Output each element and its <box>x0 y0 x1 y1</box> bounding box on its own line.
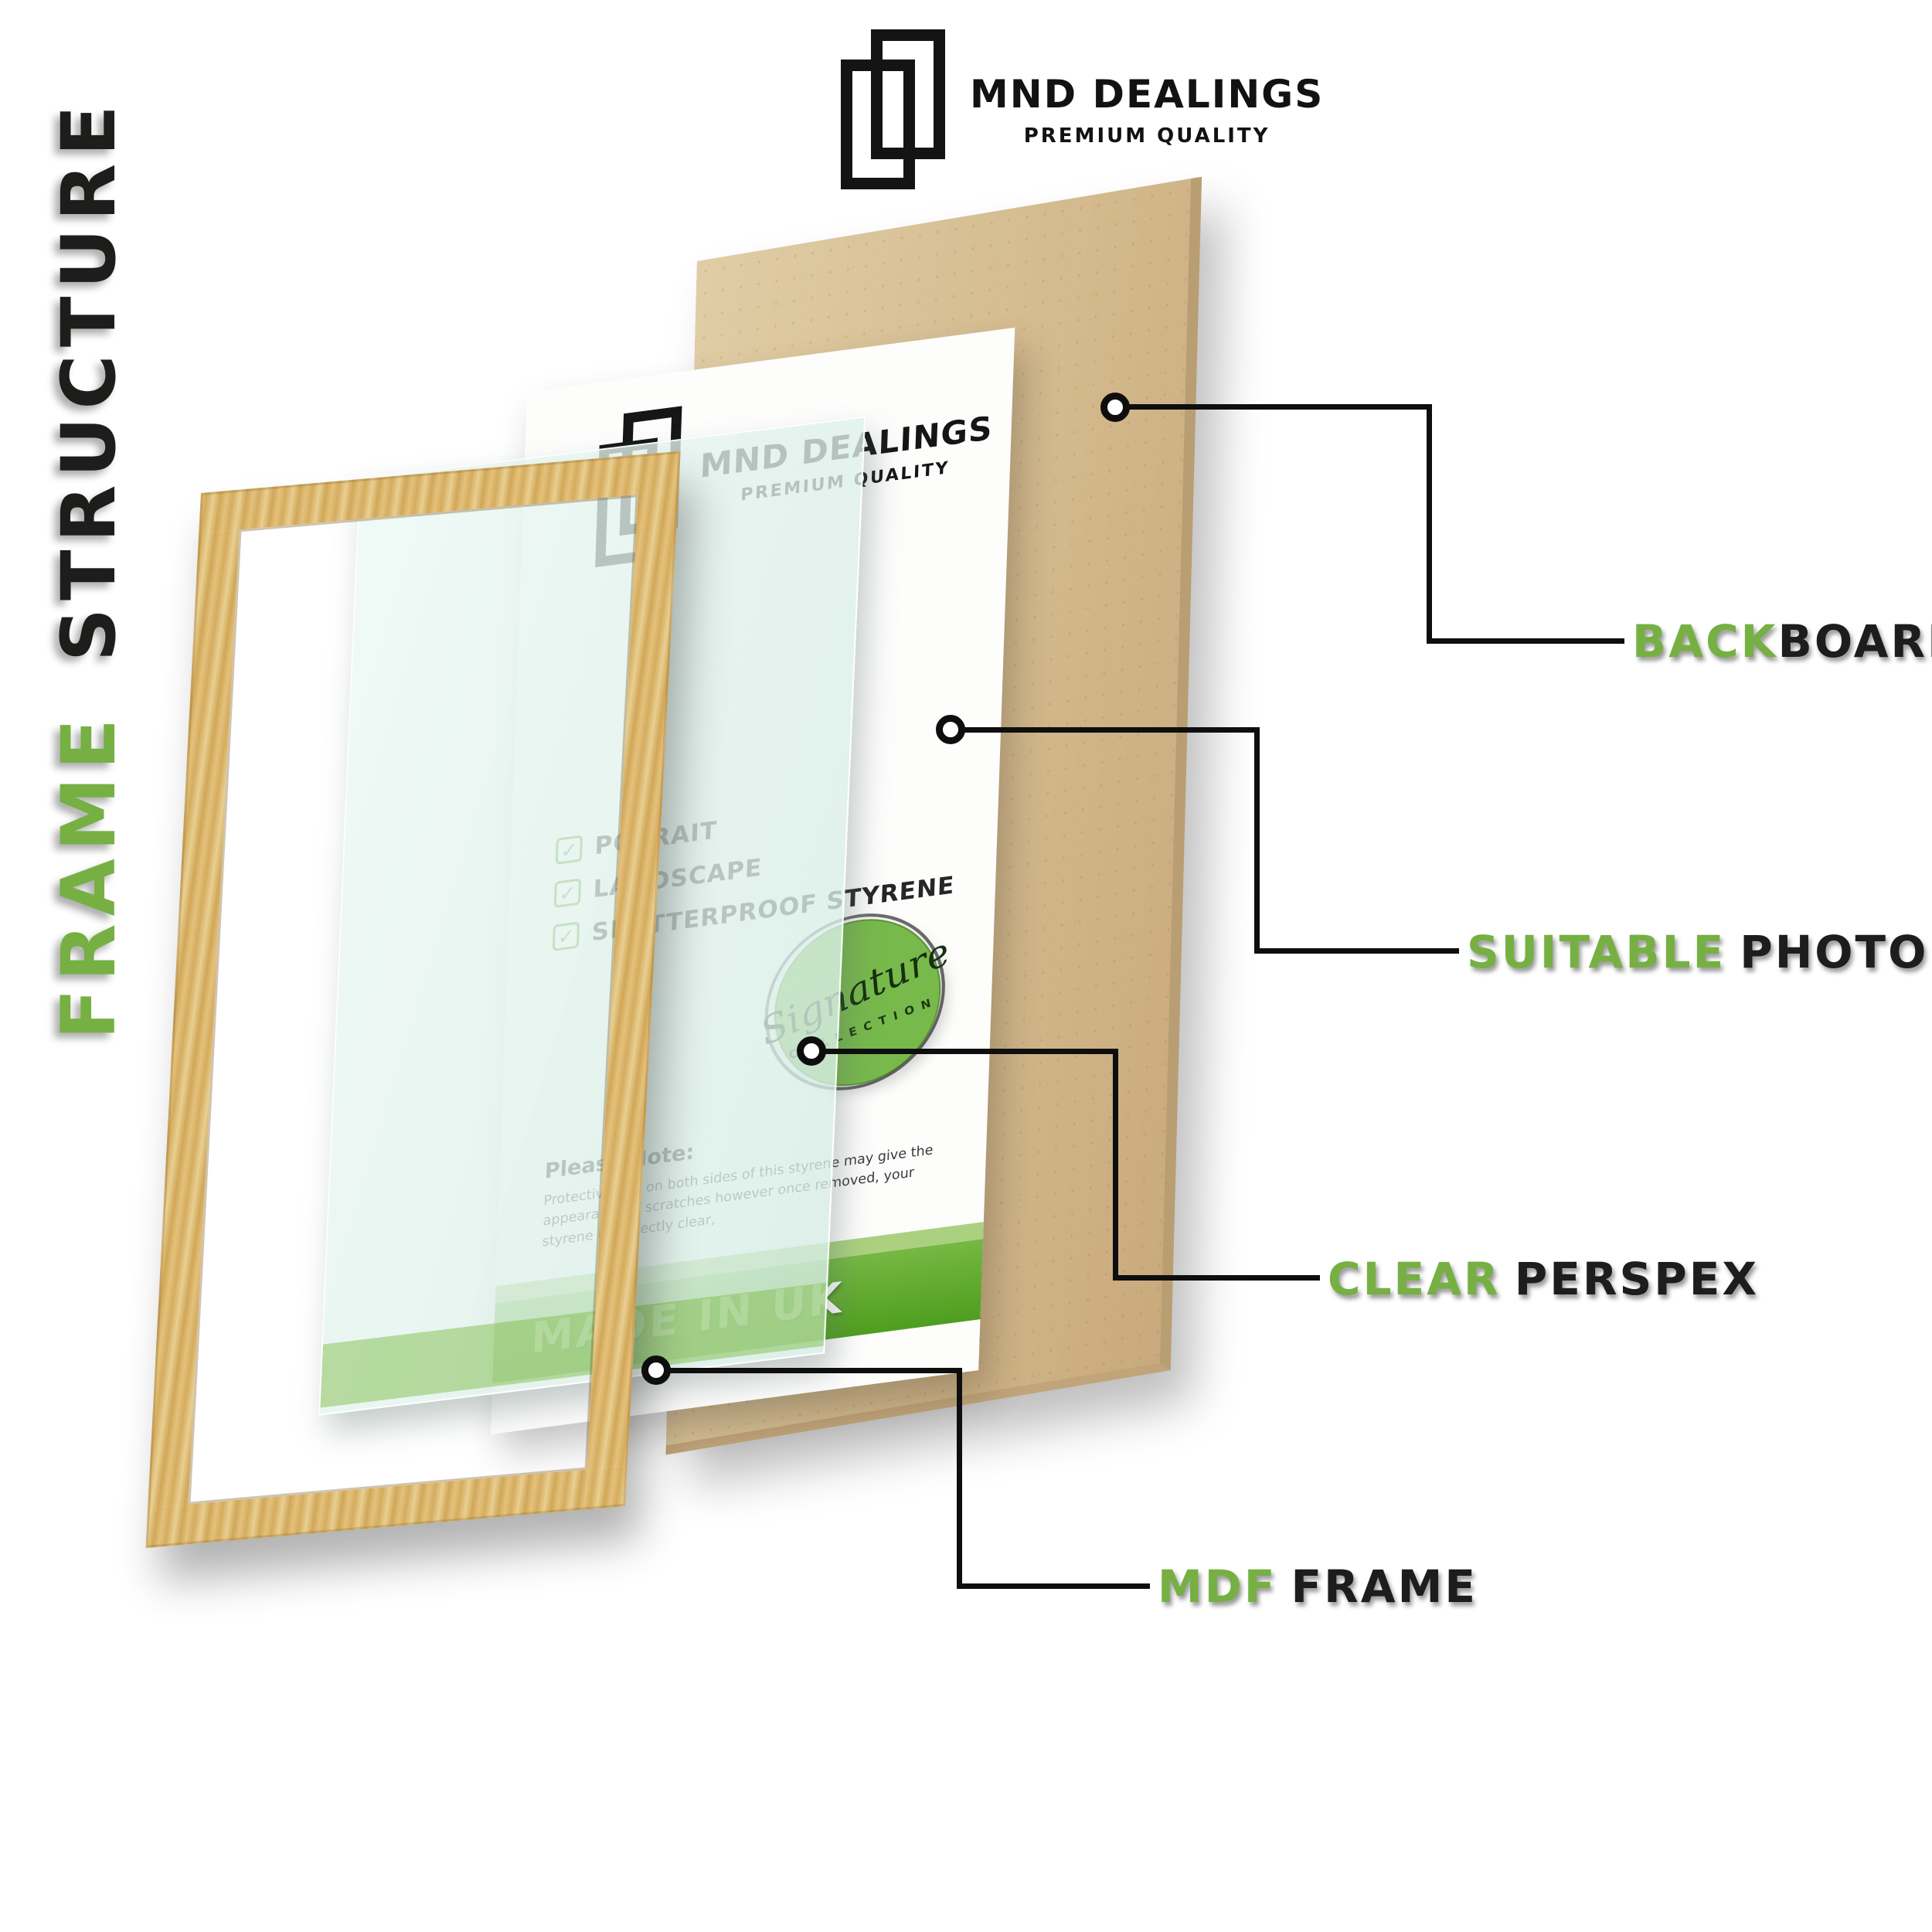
backboard-label-black: BOARD <box>1777 615 1932 668</box>
mdf-frame-label-green: MDF <box>1158 1560 1277 1613</box>
wood-frame-layer <box>145 451 681 1549</box>
photo-connector-line <box>1254 948 1459 954</box>
brand-name: MND DEALINGS <box>970 71 1325 117</box>
perspex-connector-line <box>1113 1275 1320 1281</box>
photo-connector-line <box>1254 727 1260 954</box>
brand-logo-block: MND DEALINGS PREMIUM QUALITY <box>841 29 1324 189</box>
suitable-photo-label-green: SUITABLE <box>1467 926 1726 978</box>
backboard-connector-line <box>1115 404 1432 410</box>
backboard-marker-circle <box>1100 393 1130 422</box>
frame-icon-rect-front <box>841 60 915 189</box>
page-title-frame-word: FRAME <box>46 711 132 1039</box>
backboard-connector-line <box>1427 638 1624 644</box>
frame-connector-line <box>656 1368 962 1373</box>
perspex-connector-line <box>811 1049 1118 1054</box>
page-title-structure-word: STRUCTURE <box>46 97 132 662</box>
perspex-marker-circle <box>797 1036 826 1066</box>
photo-marker-circle <box>936 715 965 744</box>
backboard-connector-line <box>1427 404 1432 644</box>
clear-perspex-label-black: PERSPEX <box>1514 1253 1760 1305</box>
photo-connector-line <box>951 727 1260 733</box>
mdf-frame-label-black: FRAME <box>1291 1560 1478 1613</box>
suitable-photo-label-black: PHOTO <box>1740 926 1929 978</box>
frame-marker-circle <box>641 1355 671 1385</box>
frame-connector-line <box>957 1583 1150 1589</box>
brand-frame-icon <box>841 29 945 189</box>
backboard-label: BACKBOARD <box>1632 615 1932 668</box>
clear-perspex-label-green: CLEAR <box>1328 1253 1501 1305</box>
perspex-connector-line <box>1113 1049 1118 1281</box>
suitable-photo-label: SUITABLE PHOTO <box>1467 926 1928 978</box>
page-title-vertical: FRAME STRUCTURE <box>43 97 135 1039</box>
brand-text: MND DEALINGS PREMIUM QUALITY <box>970 72 1324 148</box>
brand-tagline: PREMIUM QUALITY <box>1023 124 1270 148</box>
mdf-frame-label: MDF FRAME <box>1158 1560 1478 1613</box>
frame-connector-line <box>957 1368 962 1589</box>
backboard-label-green: BACK <box>1632 615 1778 668</box>
